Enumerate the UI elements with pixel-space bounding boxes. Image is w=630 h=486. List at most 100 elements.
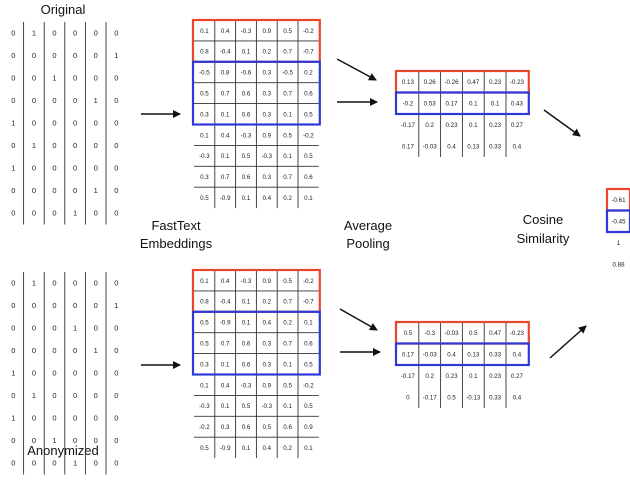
original-pooled-table-cell: 0.23 (489, 79, 502, 86)
anonymized-embedding-table-cell: 0.2 (262, 299, 271, 306)
anonymized-embedding-table-cell: 0.3 (200, 361, 209, 368)
original-onehot-table-cell: 0 (52, 186, 56, 195)
anonymized-embedding-table-cell: -0.9 (220, 320, 231, 327)
original-onehot-table-cell: 0 (73, 186, 77, 195)
original-pooled-table-cell: 0.23 (489, 122, 502, 129)
original-onehot-table-cell: 0 (94, 51, 98, 60)
original-onehot-table-cell: 0 (52, 29, 56, 38)
arrow-embed-to-pool-top-diag (336, 58, 377, 81)
arrow-embed-to-pool-bottom-diag (339, 308, 378, 331)
anonymized-pooled-table-cell: 0.4 (447, 352, 456, 359)
original-embedding-table-cell: 0.2 (283, 195, 292, 202)
original-embedding-table-cell: -0.2 (303, 132, 314, 139)
original-embedding-table-cell: 0.3 (262, 174, 271, 181)
original-embedding-table-cell: 0.3 (262, 70, 271, 77)
original-onehot-table-cell: 0 (73, 119, 77, 128)
anonymized-embedding-table-mid-highlight (191, 310, 321, 376)
anonymized-embedding-table-cell: 0.1 (200, 382, 209, 389)
anonymized-label: Anonymized (27, 443, 99, 458)
anonymized-onehot-table-cell: 0 (52, 346, 56, 355)
anonymized-pooled-table-cell: 0.4 (513, 352, 522, 359)
anonymized-pooled-table-cell: -0.17 (423, 395, 438, 402)
original-onehot-table-cell: 0 (52, 96, 56, 105)
original-embedding-table-cell: 0.7 (283, 90, 292, 97)
anonymized-onehot-table-cell: 0 (94, 459, 98, 468)
original-pooled-table-cell: 0.4 (513, 144, 522, 151)
anonymized-embedding-table-cell: 0.7 (221, 340, 230, 347)
original-embedding-table-cell: 0.1 (242, 195, 251, 202)
anonymized-onehot-table-cell: 0 (114, 459, 118, 468)
anonymized-onehot-table-cell: 0 (32, 459, 36, 468)
anonymized-onehot-table-cell: 0 (11, 436, 15, 445)
anonymized-embedding-table-cell: 0.1 (200, 278, 209, 285)
original-embedding-table-cell: 0.1 (283, 111, 292, 118)
original-embedding-table-cell: 0.5 (242, 153, 251, 160)
anonymized-embedding-table-cell: 0.7 (283, 340, 292, 347)
anonymized-pooled-table-cell: -0.03 (423, 352, 438, 359)
anonymized-onehot-table-cell: 1 (32, 279, 36, 288)
anonymized-embedding-table-cell: -0.2 (303, 278, 314, 285)
original-pooled-table-cell: -0.17 (401, 122, 416, 129)
anonymized-embedding-table-cell: -0.4 (220, 299, 231, 306)
original-embedding-table-cell: 0.2 (304, 70, 313, 77)
original-pooled-table-cell: 0.1 (469, 122, 478, 129)
anonymized-embedding-table-cell: 0.4 (221, 382, 230, 389)
original-embedding-table-cell: -0.3 (199, 153, 210, 160)
anonymized-embedding-table-cell: 0.5 (242, 403, 251, 410)
cosine-similarity-column-cell: 1 (617, 240, 621, 247)
anonymized-onehot-table-cell: 1 (73, 324, 77, 333)
original-onehot-table-cell: 0 (114, 119, 118, 128)
anonymized-embedding-table-cell: 0.5 (200, 320, 209, 327)
original-pooled-table-cell: 0.17 (402, 144, 415, 151)
original-onehot-table-cell: 0 (114, 29, 118, 38)
anonymized-onehot-table-cell: 0 (73, 301, 77, 310)
anonymized-pooled-table-cell: 0.27 (511, 373, 524, 380)
original-onehot-table-cell: 0 (94, 119, 98, 128)
anonymized-onehot-table-cell: 0 (52, 279, 56, 288)
anonymized-embedding-table-cell: -0.2 (303, 382, 314, 389)
original-onehot-table-cell: 1 (114, 51, 118, 60)
anonymized-embedding-table-cell: -0.9 (220, 445, 231, 452)
anonymized-pooled-table-cell: -0.17 (401, 373, 416, 380)
original-embedding-table-cell: 0.1 (283, 153, 292, 160)
original-embedding-table-cell: 0.9 (262, 28, 271, 35)
original-embedding-table-cell: -0.2 (303, 28, 314, 35)
original-onehot-table-cell: 0 (114, 209, 118, 218)
anonymized-onehot-table-cell: 1 (11, 414, 15, 423)
anonymized-embedding-table-cell: 0.4 (262, 445, 271, 452)
original-embedding-table-cell: 0.5 (283, 132, 292, 139)
original-pooled-table-cell: 0.27 (511, 122, 524, 129)
anonymized-embedding-table-cell: -0.3 (241, 278, 252, 285)
original-pooled-table-cell: -0.03 (423, 144, 438, 151)
original-onehot-table-cell: 0 (114, 96, 118, 105)
original-onehot-table-cell: 0 (73, 29, 77, 38)
original-pooled-table-cell: 0.43 (511, 101, 524, 108)
cosine-label-line1: Cosine (523, 212, 563, 227)
anonymized-embedding-table-cell: 0.5 (304, 361, 313, 368)
original-pooled-table-mid-highlight (394, 91, 530, 116)
anonymized-embedding-table-cell: 0.4 (221, 278, 230, 285)
original-embedding-table-cell: 0.1 (221, 111, 230, 118)
original-embedding-table-cell: 0.9 (262, 132, 271, 139)
original-pooled-table-cell: 0.53 (424, 101, 437, 108)
original-embedding-table-cell: -0.7 (303, 49, 314, 56)
anonymized-pooled-table-cell: 0.2 (425, 373, 434, 380)
original-embedding-table-cell: 0.6 (304, 90, 313, 97)
anonymized-embedding-table-cell: 0.6 (304, 340, 313, 347)
anonymized-onehot-table-cell: 0 (94, 301, 98, 310)
original-onehot-table-cell: 0 (52, 209, 56, 218)
anonymized-embedding-table-cell: 0.5 (200, 445, 209, 452)
anonymized-embedding-table-cell: 0.5 (304, 403, 313, 410)
original-onehot-table-cell: 1 (52, 74, 56, 83)
anonymized-onehot-table-cell: 0 (32, 301, 36, 310)
anonymized-onehot-table-cell: 0 (52, 369, 56, 378)
fasttext-label-line2: Embeddings (140, 236, 213, 251)
original-onehot-table-cell: 1 (11, 164, 15, 173)
anonymized-onehot-table-cell: 1 (94, 346, 98, 355)
original-onehot-table-cell: 0 (11, 74, 15, 83)
anonymized-embedding-table-cell: -0.3 (261, 403, 272, 410)
original-pooled-table-cell: 0.26 (424, 79, 437, 86)
anonymized-embedding-table-cell: 0.1 (221, 361, 230, 368)
original-pooled-table-cell: 0.1 (469, 101, 478, 108)
